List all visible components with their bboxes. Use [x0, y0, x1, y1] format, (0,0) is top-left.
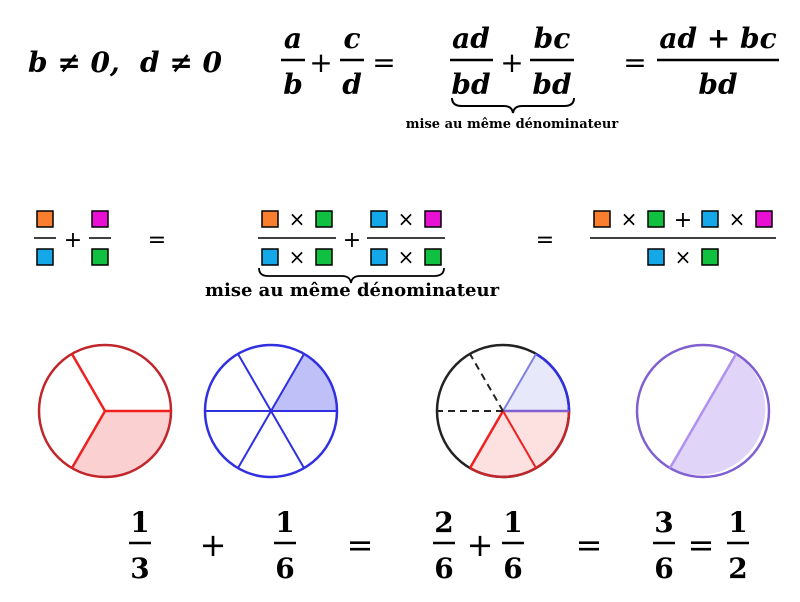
denominator: 6	[434, 552, 453, 585]
equals-sign: =	[623, 46, 646, 79]
divider-line	[70, 410, 107, 469]
square-blue	[701, 210, 719, 228]
plus-sign: +	[309, 46, 332, 79]
equals-sign: =	[347, 526, 374, 564]
circle-outline	[635, 343, 771, 479]
numerator-c: c	[343, 22, 360, 55]
plus-sign: +	[343, 228, 361, 253]
numerator: 3	[654, 506, 673, 539]
denominator: 2	[728, 552, 747, 585]
denominator-bd: bd	[532, 68, 571, 101]
times-sign: ×	[621, 207, 638, 231]
numerator-ad: ad	[452, 22, 490, 55]
denominator: 6	[503, 552, 522, 585]
sixths-circle	[203, 343, 339, 479]
equals-sign: =	[148, 228, 166, 253]
blue-arc	[535, 352, 571, 412]
numerator: 2	[434, 506, 453, 539]
square-orange	[261, 210, 279, 228]
times-sign: ×	[675, 245, 692, 269]
square-blue	[370, 248, 388, 266]
numerator: 1	[130, 506, 149, 539]
square-orange	[593, 210, 611, 228]
plus-sign: +	[500, 46, 523, 79]
thirds-circle	[37, 343, 173, 479]
square-magenta	[755, 210, 773, 228]
numerator-ad-plus-bc: ad + bc	[659, 22, 776, 55]
square-green	[315, 210, 333, 228]
condition-b: b ≠ 0,	[28, 46, 120, 79]
denominator-bd: bd	[698, 68, 737, 101]
numerator: 1	[728, 506, 747, 539]
square-green	[315, 248, 333, 266]
condition-d: d ≠ 0	[140, 46, 223, 79]
numerator-bc: bc	[534, 22, 571, 55]
denominator-bd: bd	[451, 68, 490, 101]
brace-label: mise au même dénominateur	[406, 117, 619, 132]
times-sign: ×	[398, 207, 415, 231]
denominator: 6	[654, 552, 673, 585]
half-circle	[635, 343, 771, 479]
numeric-row: 1 3 + 1 6 = 2 6 + 1 6 = 3 6 = 1 2	[129, 506, 749, 585]
plus-sign: +	[200, 526, 227, 564]
divider-line	[502, 353, 537, 412]
divider-line	[502, 410, 537, 469]
equals-sign: =	[576, 526, 603, 564]
denominator: 3	[130, 552, 149, 585]
equals-sign: =	[536, 228, 554, 253]
circle-row	[37, 343, 771, 479]
formula-row: b ≠ 0, d ≠ 0 a b + c d = ad bd + bc bd m…	[28, 22, 779, 132]
color-square-row: + = × × + × × mise au même dénominateur …	[34, 207, 776, 301]
divider-line	[668, 353, 738, 469]
denominator-b: b	[283, 68, 303, 101]
square-blue	[370, 210, 388, 228]
times-sign: ×	[289, 245, 306, 269]
square-orange	[36, 210, 54, 228]
plus-sign: +	[467, 526, 494, 564]
plus-sign: +	[64, 228, 82, 253]
denominator-d: d	[342, 68, 362, 101]
shaded-sixth	[271, 354, 337, 411]
square-green	[424, 248, 442, 266]
divider-line	[70, 353, 107, 412]
divider-line	[237, 353, 305, 469]
divider-line	[468, 410, 505, 469]
times-sign: ×	[289, 207, 306, 231]
denominator: 6	[275, 552, 294, 585]
numerator: 1	[503, 506, 522, 539]
dashed-divider	[469, 353, 504, 412]
equals-sign: =	[372, 46, 395, 79]
underbrace	[258, 267, 445, 284]
square-green	[701, 248, 719, 266]
square-magenta	[91, 210, 109, 228]
shaded-blue-sixth	[503, 354, 569, 411]
brace-label: mise au même dénominateur	[205, 280, 500, 301]
underbrace	[451, 97, 575, 114]
square-magenta	[424, 210, 442, 228]
plus-sign: +	[674, 208, 692, 233]
square-blue	[647, 248, 665, 266]
times-sign: ×	[398, 245, 415, 269]
numerator: 1	[275, 506, 294, 539]
shaded-half	[670, 354, 766, 475]
numerator-a: a	[284, 22, 302, 55]
square-blue	[36, 248, 54, 266]
combined-circle	[435, 343, 571, 479]
square-blue	[261, 248, 279, 266]
square-green	[647, 210, 665, 228]
square-green	[91, 248, 109, 266]
equals-sign: =	[688, 526, 715, 564]
times-sign: ×	[729, 207, 746, 231]
